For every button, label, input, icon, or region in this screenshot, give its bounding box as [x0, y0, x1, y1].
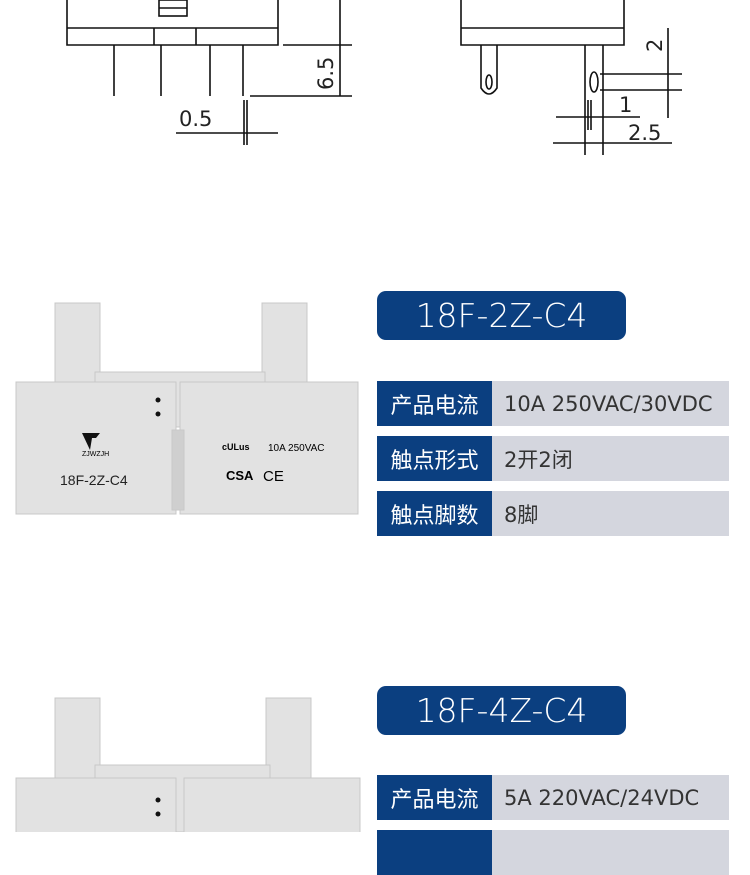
- csa-mark: CSA: [226, 468, 254, 483]
- spec-value: 10A 250VAC/30VDC: [492, 381, 729, 426]
- spec-value: 5A 220VAC/24VDC: [492, 775, 729, 820]
- dim-hole-width: 1: [619, 93, 632, 117]
- spec-label: 触点脚数: [377, 491, 492, 536]
- spec-label: 产品电流: [377, 775, 492, 820]
- spec-row-partial: [377, 830, 729, 875]
- model-badge: 18F-4Z-C4: [377, 686, 626, 735]
- ce-mark: CE: [263, 468, 284, 485]
- printed-model: 18F-2Z-C4: [60, 472, 128, 488]
- dim-hole-offset: 2: [643, 39, 667, 52]
- spec-label: 产品电流: [377, 381, 492, 426]
- product-image-18f-4z-c4: [15, 697, 361, 832]
- dim-pin-width: 0.5: [179, 107, 212, 131]
- spec-label: 触点形式: [377, 436, 492, 481]
- spec-value: 2开2闭: [492, 436, 729, 481]
- spec-value: 8脚: [492, 491, 729, 536]
- dim-pin-pitch: 2.5: [628, 121, 661, 145]
- model-badge: 18F-2Z-C4: [377, 291, 626, 340]
- printed-rating: 10A 250VAC: [268, 443, 325, 454]
- ul-mark: cULus: [222, 442, 250, 452]
- dimension-drawing: 6.5 0.5 2 1 2.5: [66, 0, 682, 155]
- brand-logo-text: ZJWZJH: [82, 451, 109, 458]
- dim-pin-length: 6.5: [314, 57, 338, 90]
- product-image-18f-2z-c4: ZJWZJH 18F-2Z-C4 cULus 10A 250VAC CSA CE: [15, 302, 359, 515]
